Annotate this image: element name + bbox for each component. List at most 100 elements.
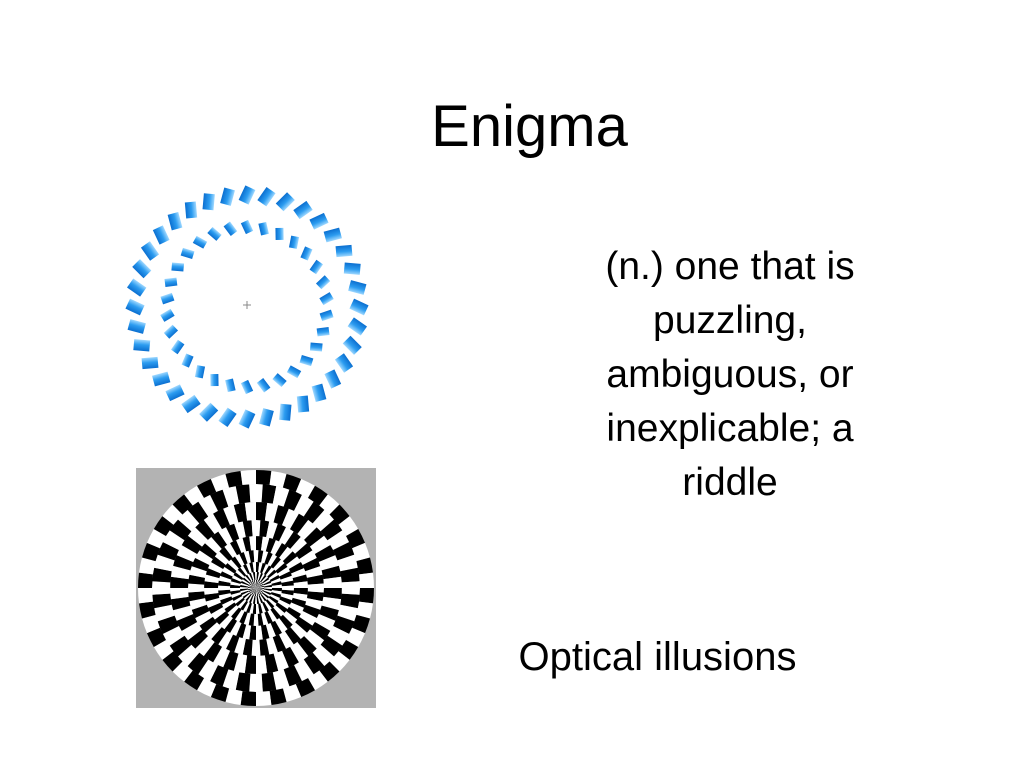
radial-cell (240, 586, 249, 590)
radial-cell (176, 614, 198, 631)
radial-cell (261, 575, 269, 583)
radial-cell (191, 557, 210, 572)
radial-cell (282, 551, 298, 565)
radial-cell (234, 637, 246, 655)
radial-cell (249, 583, 256, 588)
radial-cell (187, 501, 209, 524)
radial-cell (187, 652, 209, 675)
radial-cell (236, 623, 247, 639)
radial-cell (199, 543, 217, 560)
radial-cell (304, 527, 325, 547)
radial-cell (181, 535, 203, 554)
radial-cell (248, 550, 255, 563)
radial-cell (237, 599, 247, 609)
radial-cell (230, 607, 242, 620)
radial-cell (256, 581, 262, 588)
ring-segment (315, 275, 331, 290)
ring-segment (342, 335, 362, 355)
radial-cell (187, 629, 208, 649)
ring-segment (348, 280, 367, 295)
radial-cell (253, 580, 256, 588)
radial-cell (142, 614, 160, 634)
radial-cell (248, 595, 254, 604)
radial-cell (242, 624, 252, 640)
radial-cell (224, 562, 237, 574)
radial-cell (270, 607, 282, 620)
radial-cell (279, 571, 292, 580)
radial-cell (271, 590, 282, 595)
radial-cell (177, 644, 200, 667)
radial-cell (213, 508, 230, 530)
radial-cell (262, 601, 269, 613)
radial-cell (340, 593, 360, 609)
ring-segment (240, 379, 254, 395)
radial-cell (279, 546, 293, 562)
radial-cell (257, 595, 262, 604)
ring-segment (316, 327, 330, 337)
radial-cell (249, 562, 254, 573)
radial-cell (262, 592, 270, 599)
radial-cell (242, 639, 253, 656)
radial-cell (264, 565, 272, 576)
radial-cell (260, 624, 270, 640)
radial-cell (247, 573, 253, 582)
radial-cell (234, 609, 245, 623)
ring-segment (349, 298, 369, 316)
ring-segment (199, 402, 219, 422)
definition-text: (n.) one that is puzzling, ambiguous, or… (605, 245, 855, 504)
radial-cell (256, 536, 263, 551)
radial-cell (302, 557, 321, 572)
radial-cell (266, 521, 278, 539)
radial-cell (303, 501, 325, 524)
radial-cell (211, 627, 228, 645)
radial-cell (275, 542, 288, 558)
radial-cell (153, 516, 174, 536)
radial-cell (248, 588, 256, 590)
radial-cell (230, 556, 242, 569)
radial-cell (222, 669, 240, 691)
ring-segment (127, 319, 146, 334)
radial-cell (177, 509, 200, 532)
radial-cell (214, 551, 230, 565)
radial-cell (356, 601, 373, 619)
radial-cell (253, 613, 259, 626)
radial-cell (270, 539, 282, 556)
radial-cell (250, 595, 255, 604)
radial-cell (139, 557, 156, 575)
radial-cell (189, 566, 207, 578)
radial-cell (247, 594, 253, 603)
radial-cell (230, 590, 241, 595)
radial-cell (263, 588, 272, 592)
ring-segment (257, 186, 276, 207)
radial-cell (223, 504, 239, 526)
radial-cell (262, 591, 271, 597)
radial-cell (256, 502, 268, 521)
ring-segment (220, 187, 235, 206)
radial-cell (138, 588, 153, 604)
radial-cell (218, 631, 234, 649)
radial-cell (224, 542, 237, 558)
radial-cell (261, 612, 269, 626)
radial-cell (239, 611, 248, 624)
radial-cell (172, 555, 194, 571)
radial-cell (230, 539, 242, 556)
radial-cell (249, 588, 256, 594)
radial-cell (256, 470, 272, 485)
radial-cell (333, 542, 355, 561)
radial-cell (218, 527, 234, 545)
radial-cell (254, 572, 258, 581)
radial-cell (240, 565, 248, 576)
radial-cell (233, 502, 248, 523)
radial-cell (223, 650, 239, 672)
radial-cell (256, 580, 259, 588)
ring-segment (300, 246, 313, 261)
radial-cell (256, 588, 261, 595)
radial-cell (210, 665, 229, 687)
radial-cell (225, 523, 240, 542)
radial-cell (169, 519, 192, 541)
radial-cell (275, 562, 288, 574)
radial-cell (280, 575, 294, 583)
radial-cell (292, 574, 308, 584)
ring-segment (343, 262, 361, 275)
radial-cell (162, 626, 185, 646)
